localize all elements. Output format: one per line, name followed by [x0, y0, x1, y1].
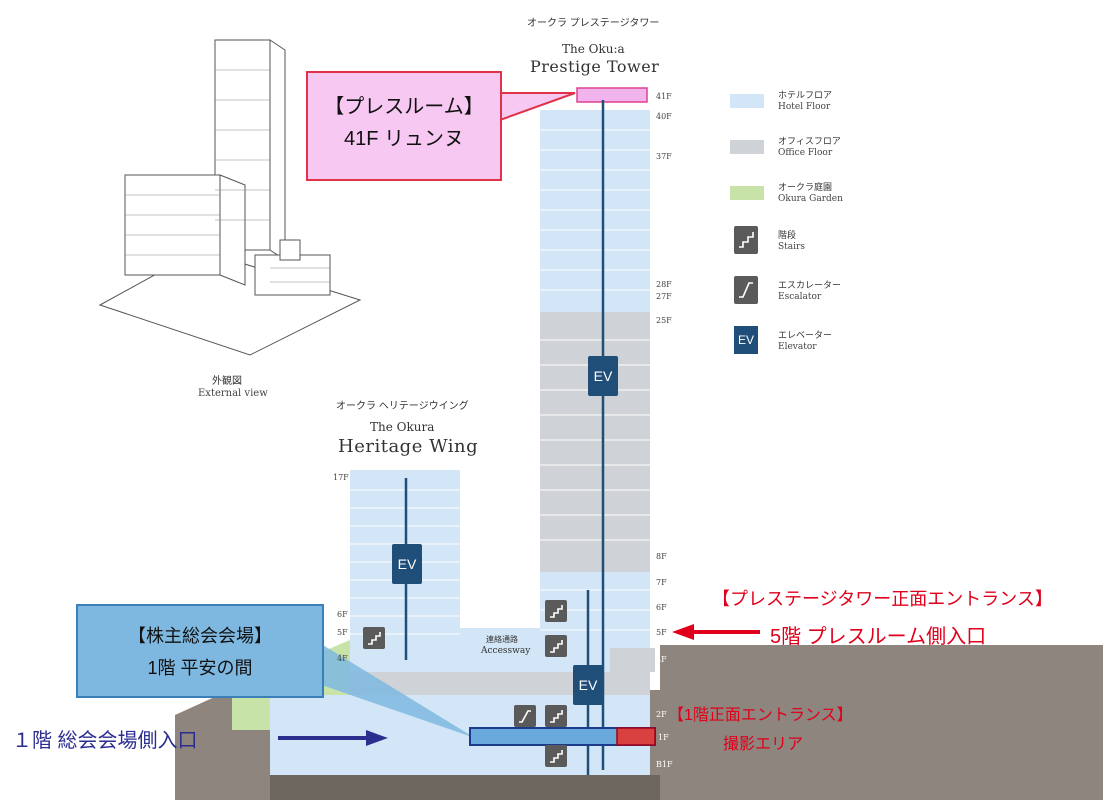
ground-dark-strip: [270, 775, 660, 800]
agm-entrance-arrowhead: [366, 730, 388, 746]
external-view-label-en: External view: [198, 388, 268, 399]
front-entrance-title: 【1階正面エントランス】: [668, 707, 853, 724]
floor-label-1f: 1F: [658, 733, 669, 742]
legend-elevator-en: Elevator: [778, 342, 817, 352]
agm-entrance-label: １階 総会会場側入口: [12, 730, 198, 752]
elevator-icon: EV: [573, 665, 603, 705]
legend: ホテルフロア Hotel Floor オフィスフロア Office Floor …: [728, 88, 858, 368]
press-room-41f-highlight: [576, 87, 648, 103]
escalator-icon: [734, 276, 758, 304]
prestige-upper-hotel-floors: [540, 110, 650, 312]
legend-elevator-jp: エレベーター: [778, 330, 833, 340]
legend-stairs-jp: 階段: [778, 230, 797, 240]
elevator-icon: EV: [392, 544, 422, 584]
legend-office-en: Office Floor: [778, 148, 833, 158]
prestige-title-en-2: Prestige Tower: [530, 57, 660, 76]
office-4f-right: [610, 648, 655, 672]
floor-label-b1f: B1F: [656, 760, 673, 769]
floor-label-4f: 4F: [656, 655, 667, 664]
press-room-callout-detail: 41F リュンヌ: [343, 128, 465, 150]
floor-label-5f: 5F: [656, 628, 667, 637]
accessway-floor: [460, 628, 540, 650]
heritage-title-en-2: Heritage Wing: [338, 436, 479, 457]
legend-stairs-en: Stairs: [778, 242, 805, 252]
prestige-office-floors: [540, 312, 650, 572]
floor-label-7f: 7F: [656, 578, 667, 587]
prestige-title-jp: オークラ プレステージタワー: [527, 18, 660, 29]
floor-label-28f: 28F: [656, 280, 672, 289]
elevator-icon: EV: [588, 356, 618, 396]
external-view-sketch: [98, 39, 362, 356]
heritage-title-jp: オークラ ヘリテージウイング: [336, 401, 469, 412]
legend-office-jp: オフィスフロア: [778, 136, 841, 146]
legend-hotel-jp: ホテルフロア: [778, 90, 833, 100]
external-view-label-jp: 外観図: [212, 376, 242, 387]
floor-label-2f: 2F: [656, 710, 667, 719]
floor-label-25f: 25F: [656, 316, 672, 325]
floor-label-6f: 6F: [656, 603, 667, 612]
stairs-icon: [545, 635, 567, 657]
stairs-icon: [545, 705, 567, 727]
stairs-icon: [363, 627, 385, 649]
legend-hotel-en: Hotel Floor: [778, 102, 831, 112]
legend-swatch-office: [730, 140, 764, 154]
legend-swatch-garden: [730, 186, 764, 200]
heritage-floor-label-4f: 4F: [337, 654, 348, 663]
floor-label-40f: 40F: [656, 112, 672, 121]
floor-label-37f: 37F: [656, 152, 672, 161]
external-view-detail-lines: [125, 69, 330, 283]
stairs-icon: [734, 226, 758, 254]
floor-label-41f: 41F: [656, 92, 672, 101]
agm-venue-callout: 【株主総会会場】 1階 平安の間: [76, 604, 324, 698]
legend-escalator-en: Escalator: [778, 292, 822, 302]
accessway-label-en: Accessway: [481, 646, 531, 656]
legend-garden-jp: オークラ庭園: [778, 182, 833, 192]
stairs-icon: [545, 600, 567, 622]
prestige-title-en-1: The Oku:a: [562, 42, 625, 56]
prestige-entrance-arrowhead: [672, 624, 694, 640]
legend-garden-en: Okura Garden: [778, 194, 843, 204]
floor-label-8f: 8F: [656, 552, 667, 561]
heritage-title-en-1: The Okura: [370, 420, 435, 434]
photo-area-label: 撮影エリア: [723, 736, 804, 753]
legend-swatch-hotel: [730, 94, 764, 108]
heritage-floor-label-17f: 17F: [333, 473, 349, 482]
agm-venue-callout-detail: 1階 平安の間: [147, 658, 253, 678]
prestige-entrance-detail: 5階 プレスルーム側入口: [770, 626, 987, 648]
escalator-icon: [514, 705, 536, 727]
press-room-callout: 【プレスルーム】 41F リュンヌ: [306, 71, 502, 181]
agm-venue-callout-title: 【株主総会会場】: [128, 626, 272, 646]
prestige-floor-lines: [540, 129, 650, 631]
prestige-entrance-title: 【プレステージタワー正面エントランス】: [712, 589, 1053, 609]
photo-area-highlight: [616, 727, 656, 746]
heritage-floor-label-5f: 5F: [337, 628, 348, 637]
elevator-icon: EV: [734, 326, 758, 354]
accessway-label-jp: 連絡通路: [486, 635, 518, 644]
legend-escalator-jp: エスカレーター: [778, 280, 842, 290]
heritage-floor-label-6f: 6F: [337, 610, 348, 619]
stairs-icon: [545, 745, 567, 767]
press-room-callout-title: 【プレスルーム】: [324, 96, 484, 118]
floor-label-27f: 27F: [656, 292, 672, 301]
